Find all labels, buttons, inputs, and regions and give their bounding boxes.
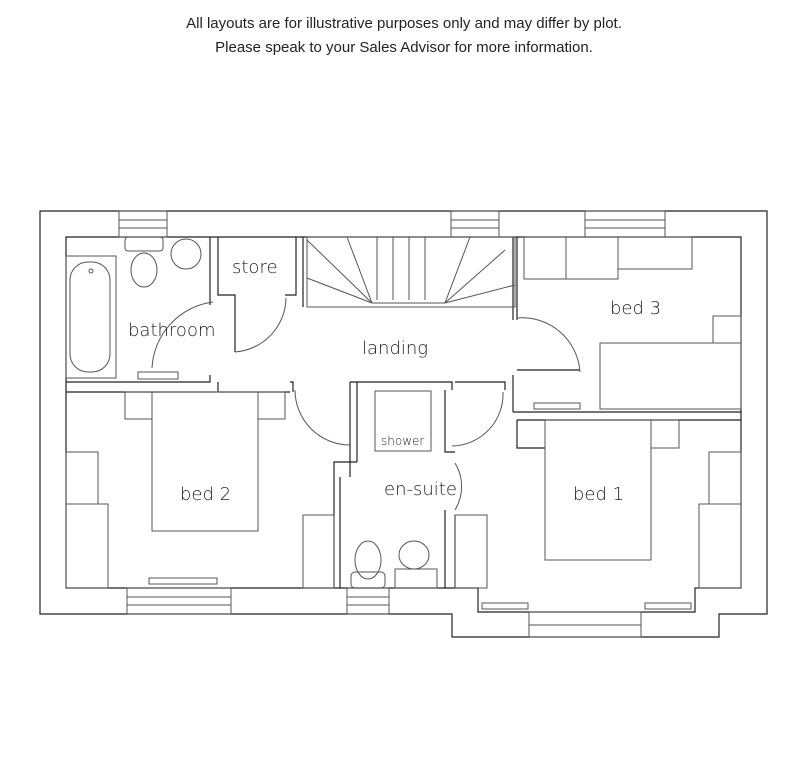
toilet-icon: [124, 236, 164, 252]
shower-tray: [374, 390, 432, 452]
disclaimer: All layouts are for illustrative purpose…: [0, 12, 808, 60]
room-label-bed-1: bed 1: [573, 484, 625, 505]
bed-1-icon: [544, 419, 652, 561]
inner-wall: [65, 236, 742, 613]
outer-wall: [39, 210, 768, 638]
interior-walls: [66, 237, 741, 588]
door-swings: [151, 297, 581, 511]
basin-icon: [170, 238, 202, 270]
bed-2-icon: [151, 391, 259, 532]
bath-icon: [65, 255, 117, 379]
room-label-store: store: [232, 257, 278, 278]
windows: [118, 210, 666, 638]
room-label-bed-3: bed 3: [610, 298, 662, 319]
disclaimer-line-2: Please speak to your Sales Advisor for m…: [215, 39, 593, 56]
staircase-icon: [306, 236, 516, 308]
room-label-landing: landing: [362, 338, 429, 359]
room-label-bed-2: bed 2: [180, 484, 232, 505]
room-label-bathroom: bathroom: [128, 320, 216, 341]
disclaimer-line-1: All layouts are for illustrative purpose…: [186, 15, 622, 32]
label-shower: shower: [381, 434, 425, 448]
furniture: [65, 236, 742, 610]
room-label-en-suite: en-suite: [384, 479, 457, 500]
